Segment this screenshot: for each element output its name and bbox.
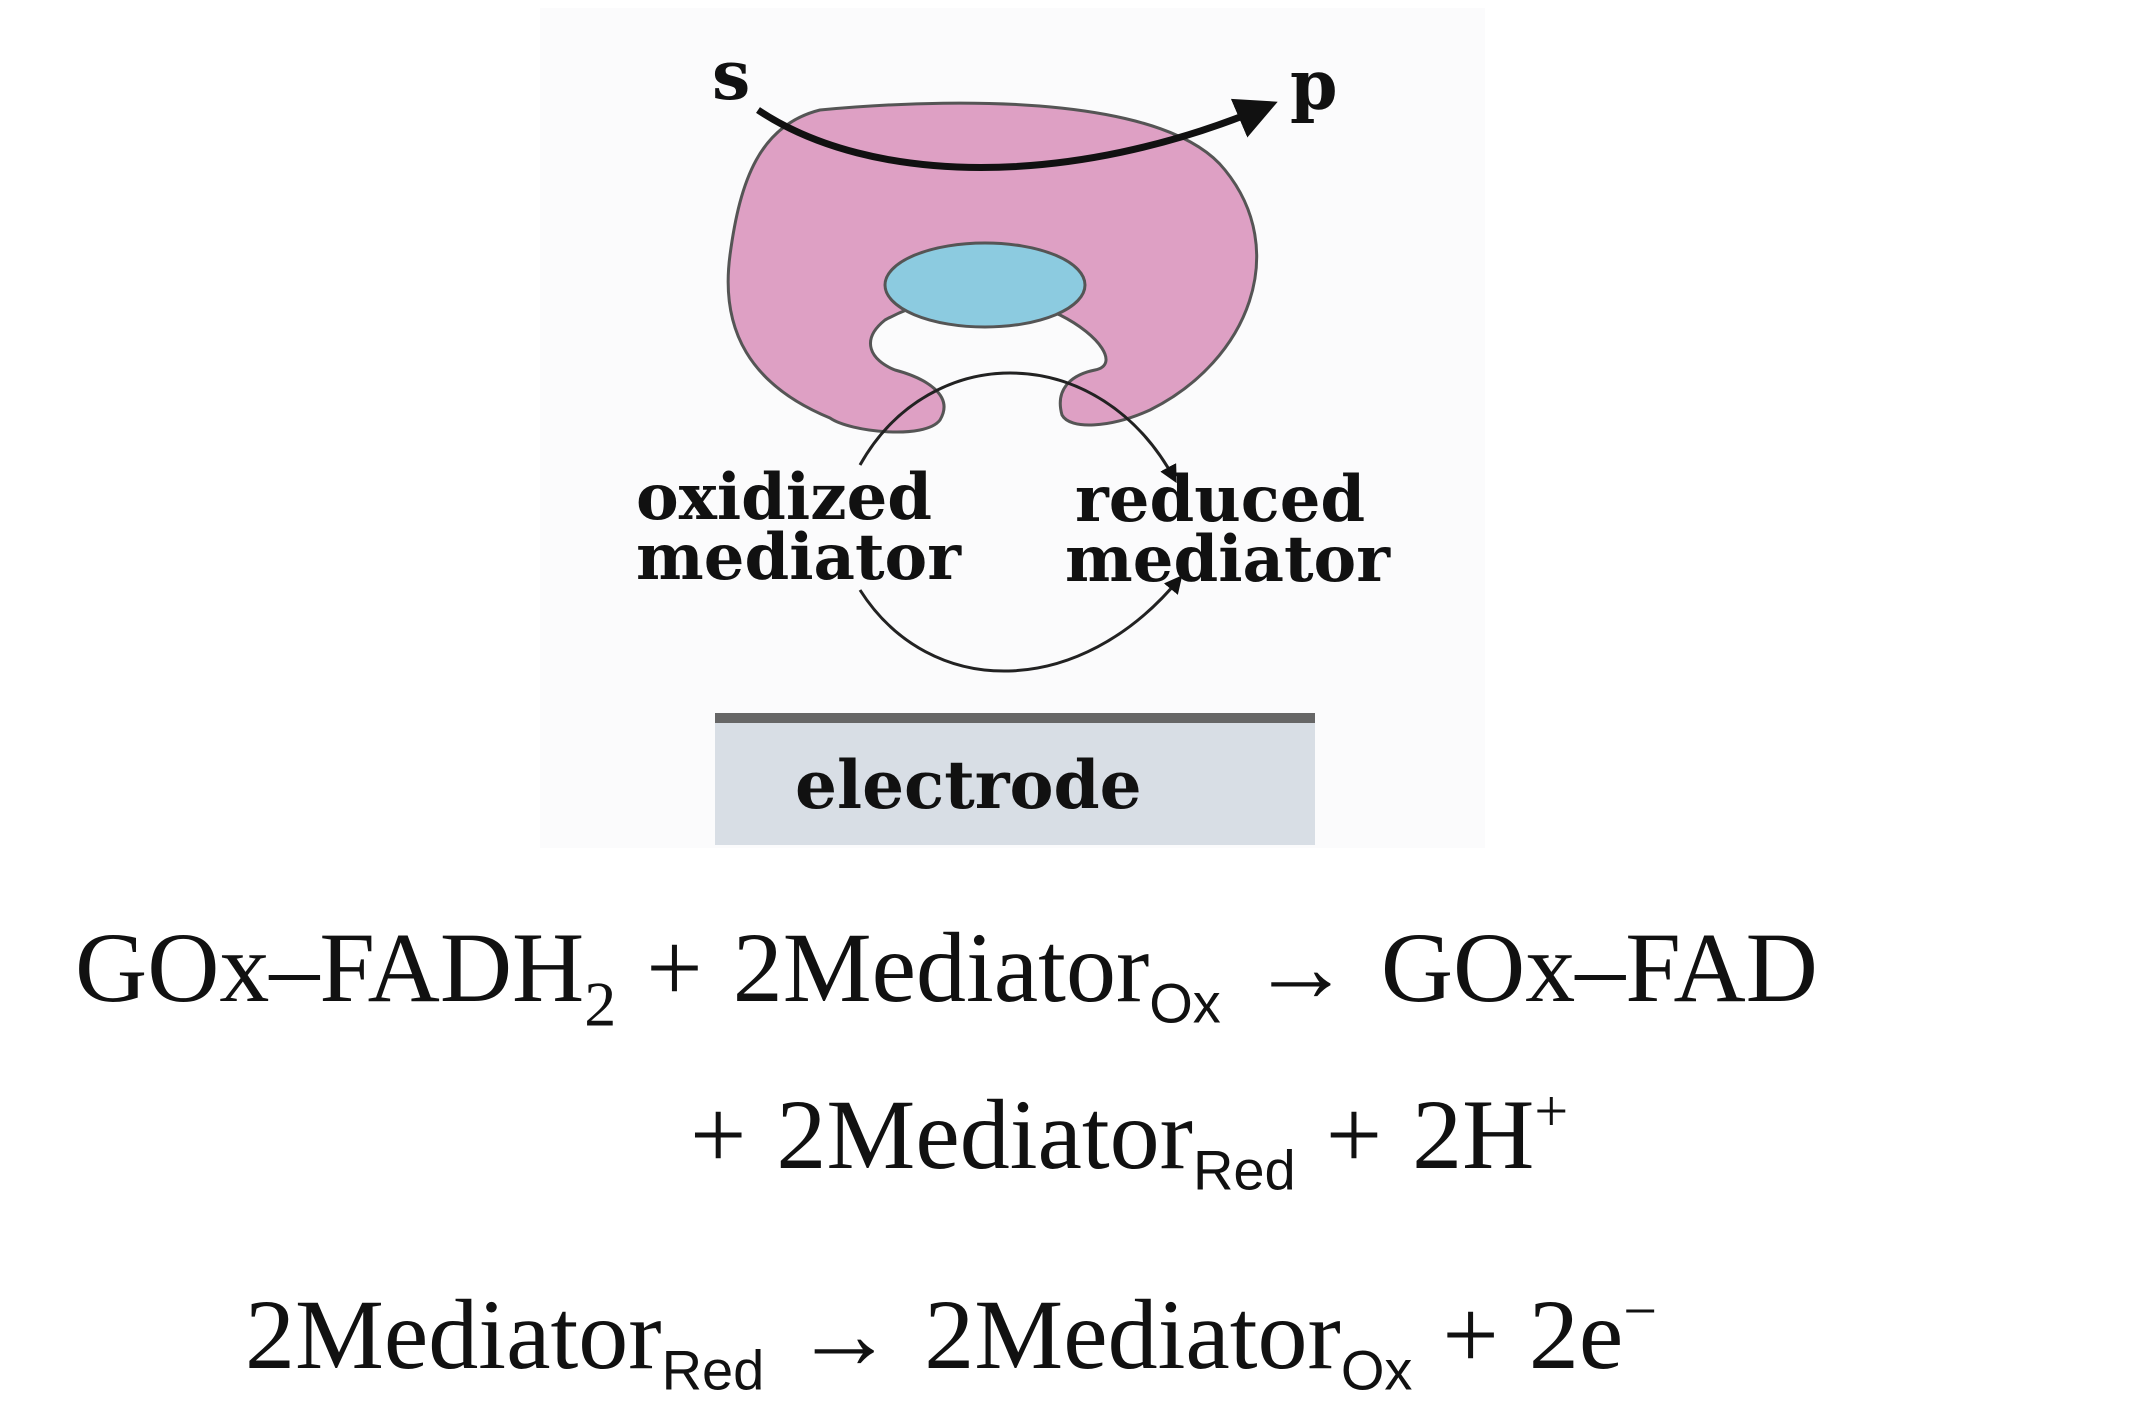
eq1-arrow: → bbox=[1250, 912, 1351, 1023]
electrode-surface-line bbox=[715, 713, 1315, 723]
equation-1-line-2: +2MediatorRed+2H+ bbox=[660, 1081, 1568, 1198]
eq2-plus: + bbox=[1442, 1279, 1499, 1390]
diagram-graphics bbox=[715, 98, 1315, 845]
electrode bbox=[715, 717, 1315, 845]
eq2-reactant-mediator-red: 2MediatorRed bbox=[245, 1279, 765, 1402]
eq1-product-mediator-red: 2MediatorRed bbox=[776, 1079, 1296, 1202]
eq1-reactant-mediator-ox: 2MediatorOx bbox=[732, 912, 1221, 1035]
eq2-arrow: → bbox=[794, 1279, 895, 1390]
eq2-product-electrons: 2e− bbox=[1528, 1277, 1658, 1390]
oxidized-mediator-line-2: mediator bbox=[636, 520, 961, 595]
eq1-line2-plus-2: + bbox=[1325, 1079, 1383, 1190]
substrate-product-arrow bbox=[756, 98, 1278, 171]
product-label: p bbox=[1290, 46, 1338, 126]
equation-2: 2MediatorRed→2MediatorOx+2e− bbox=[245, 1281, 1657, 1398]
mediator-electrode-arrow bbox=[858, 575, 1183, 673]
equation-1-line-1: GOx–FADH2+2MediatorOx→GOx–FAD bbox=[75, 918, 1818, 1036]
reduced-mediator-line-1: reduced bbox=[1075, 462, 1366, 537]
eq1-reactant-gox-fadh2: GOx–FADH2 bbox=[75, 912, 617, 1040]
eq1-product-proton: 2H+ bbox=[1412, 1077, 1569, 1190]
eq1-plus: + bbox=[646, 912, 703, 1023]
enzyme-electrode-diagram: s p oxidized mediator reduced mediator e… bbox=[636, 36, 1390, 845]
enzyme-to-reduced-mediator-arrow bbox=[858, 371, 1177, 484]
substrate-label: s bbox=[712, 36, 751, 116]
oxidized-mediator-label: oxidized mediator bbox=[636, 460, 961, 595]
reduced-mediator-label: reduced mediator bbox=[1065, 462, 1390, 597]
eq1-line2-plus-1: + bbox=[690, 1079, 747, 1190]
eq1-product-gox-fad: GOx–FAD bbox=[1380, 912, 1818, 1023]
eq2-product-mediator-ox: 2MediatorOx bbox=[924, 1279, 1413, 1402]
oxidized-mediator-line-1: oxidized bbox=[636, 460, 933, 535]
active-site bbox=[883, 241, 1087, 329]
reduced-mediator-line-2: mediator bbox=[1065, 522, 1390, 597]
electrode-label: electrode bbox=[795, 746, 1142, 824]
